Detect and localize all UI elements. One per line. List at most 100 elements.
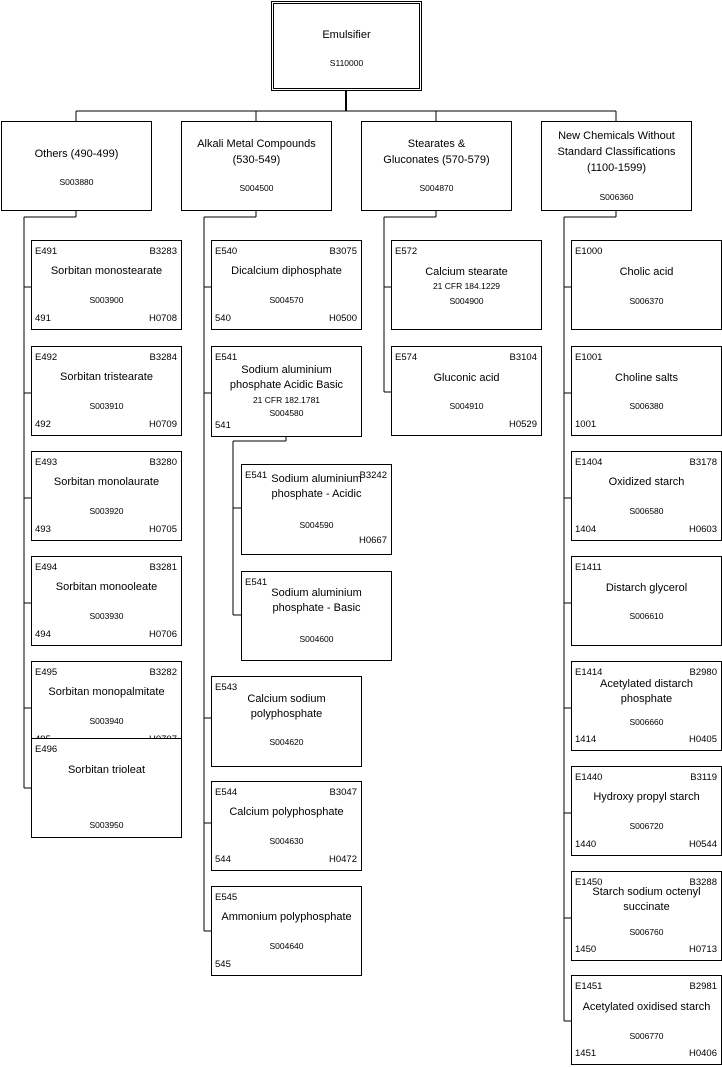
item-code: S003910 — [89, 401, 124, 411]
category-title: New Chemicals Without Standard Classific… — [557, 130, 676, 174]
item-number: 544 — [215, 854, 231, 865]
h-code: H0405 — [689, 734, 717, 745]
category-alkali-metal-compounds[interactable]: Alkali Metal Compounds (530-549) S004500 — [181, 121, 332, 211]
item-code: S004640 — [269, 941, 304, 951]
item-name: Oxidized starch — [608, 476, 685, 488]
item-name: Sodium aluminium phosphate Acidic Basic — [229, 364, 344, 391]
b-code: B2981 — [689, 981, 717, 992]
h-code: H0705 — [149, 524, 177, 535]
category-stearates-gluconates[interactable]: Stearates & Gluconates (570-579) S004870 — [361, 121, 512, 211]
b-code: B3075 — [329, 246, 357, 257]
item-box[interactable]: E1440 B3119 Hydroxy propyl starch S00672… — [571, 766, 722, 856]
item-code: S006720 — [629, 821, 664, 831]
item-box[interactable]: E1450 B3288 Starch sodium octenyl succin… — [571, 871, 722, 961]
item-box[interactable]: E1000 Cholic acid S006370 — [571, 240, 722, 330]
category-others[interactable]: Others (490-499) S003880 — [1, 121, 152, 211]
e-number: E541 — [245, 577, 268, 588]
h-code: H0603 — [689, 524, 717, 535]
item-box[interactable]: E1451 B2981 Acetylated oxidised starch S… — [571, 975, 722, 1065]
item-number: 493 — [35, 524, 51, 535]
item-code: S004620 — [269, 737, 304, 747]
item-number: 491 — [35, 313, 51, 324]
item-box[interactable]: E496 Sorbitan trioleat S003950 — [31, 738, 182, 838]
item-code: S004590 — [299, 520, 334, 530]
item-name: Acetylated distarch phosphate — [600, 678, 693, 705]
item-name: Sodium aluminium phosphate - Acidic — [271, 473, 362, 500]
item-code: S006760 — [629, 927, 664, 937]
e-number: E494 — [35, 562, 58, 573]
item-name: Sorbitan monolaurate — [53, 476, 160, 488]
e-number: E540 — [215, 246, 238, 257]
e-number: E1411 — [575, 562, 602, 573]
b-code: B3242 — [359, 470, 387, 481]
item-box[interactable]: E541 Sodium aluminium phosphate - Basic … — [241, 571, 392, 661]
item-box[interactable]: E543 Calcium sodium polyphosphate S00462… — [211, 676, 362, 767]
item-name: Sorbitan trioleat — [67, 764, 146, 776]
e-number: E493 — [35, 457, 58, 468]
item-box[interactable]: E540 B3075 Dicalcium diphosphate S004570… — [211, 240, 362, 330]
category-title: Alkali Metal Compounds (530-549) — [197, 138, 316, 166]
item-box[interactable]: E1001 Choline salts S006380 1001 — [571, 346, 722, 436]
item-box[interactable]: E1404 B3178 Oxidized starch S006580 1404… — [571, 451, 722, 541]
h-code: H0667 — [359, 535, 387, 546]
item-box[interactable]: E574 B3104 Gluconic acid S004910 H0529 — [391, 346, 542, 436]
item-code: S003900 — [89, 295, 124, 305]
h-code: H0544 — [689, 839, 717, 850]
item-number: 545 — [215, 959, 231, 970]
item-code: S003920 — [89, 506, 124, 516]
e-number: E543 — [215, 682, 238, 693]
h-code: H0709 — [149, 419, 177, 430]
item-code: S003940 — [89, 716, 124, 726]
item-code: S003930 — [89, 611, 124, 621]
root-node[interactable]: Emulsifier S110000 — [271, 1, 422, 91]
item-box[interactable]: E544 B3047 Calcium polyphosphate S004630… — [211, 781, 362, 871]
h-code: H0713 — [689, 944, 717, 955]
e-number: E492 — [35, 352, 58, 363]
item-code: S006660 — [629, 717, 664, 727]
h-code: H0529 — [509, 419, 537, 430]
category-title: Others (490-499) — [34, 148, 119, 160]
item-code: S006580 — [629, 506, 664, 516]
e-number: E1001 — [575, 352, 603, 363]
item-code: S004580 — [269, 408, 304, 418]
item-name: Sodium aluminium phosphate - Basic — [271, 587, 362, 614]
item-box[interactable]: E494 B3281 Sorbitan monooleate S003930 4… — [31, 556, 182, 646]
item-name: Ammonium polyphosphate — [221, 911, 352, 923]
h-code: H0406 — [689, 1048, 717, 1059]
item-box[interactable]: E541 B3242 Sodium aluminium phosphate - … — [241, 464, 392, 555]
b-code: B3284 — [149, 352, 177, 363]
h-code: H0706 — [149, 629, 177, 640]
item-name: Dicalcium diphosphate — [231, 265, 342, 277]
item-number: 1451 — [575, 1048, 597, 1059]
b-code: B3104 — [509, 352, 537, 363]
item-number: 541 — [215, 420, 231, 431]
item-reference: 21 CFR 182.1781 — [252, 395, 321, 405]
item-box[interactable]: E495 B3282 Sorbitan monopalmitate S00394… — [31, 661, 182, 751]
item-box[interactable]: E541 Sodium aluminium phosphate Acidic B… — [211, 346, 362, 437]
e-number: E541 — [245, 470, 268, 481]
b-code: B3047 — [329, 787, 357, 798]
item-name: Sorbitan monostearate — [50, 265, 163, 277]
b-code: B2980 — [689, 667, 717, 678]
b-code: B3178 — [689, 457, 717, 468]
item-number: 492 — [35, 419, 51, 430]
item-name: Cholic acid — [619, 266, 674, 278]
item-name: Distarch glycerol — [605, 582, 688, 594]
b-code: B3282 — [149, 667, 177, 678]
item-box[interactable]: E1411 Distarch glycerol S006610 — [571, 556, 722, 646]
item-box[interactable]: E1414 B2980 Acetylated distarch phosphat… — [571, 661, 722, 751]
item-number: 1450 — [575, 944, 597, 955]
h-code: H0472 — [329, 854, 357, 865]
item-box[interactable]: E493 B3280 Sorbitan monolaurate S003920 … — [31, 451, 182, 541]
category-title: Stearates & Gluconates (570-579) — [383, 138, 490, 166]
category-new-chemicals[interactable]: New Chemicals Without Standard Classific… — [541, 121, 692, 211]
item-code: S004900 — [449, 296, 484, 306]
item-box[interactable]: E492 B3284 Sorbitan tristearate S003910 … — [31, 346, 182, 436]
item-box[interactable]: E491 B3283 Sorbitan monostearate S003900… — [31, 240, 182, 330]
item-box[interactable]: E545 Ammonium polyphosphate S004640 545 — [211, 886, 362, 976]
h-code: H0500 — [329, 313, 357, 324]
e-number: E1451 — [575, 981, 603, 992]
item-number: 540 — [215, 313, 231, 324]
item-box[interactable]: E572 Calcium stearate 21 CFR 184.1229 S0… — [391, 240, 542, 330]
